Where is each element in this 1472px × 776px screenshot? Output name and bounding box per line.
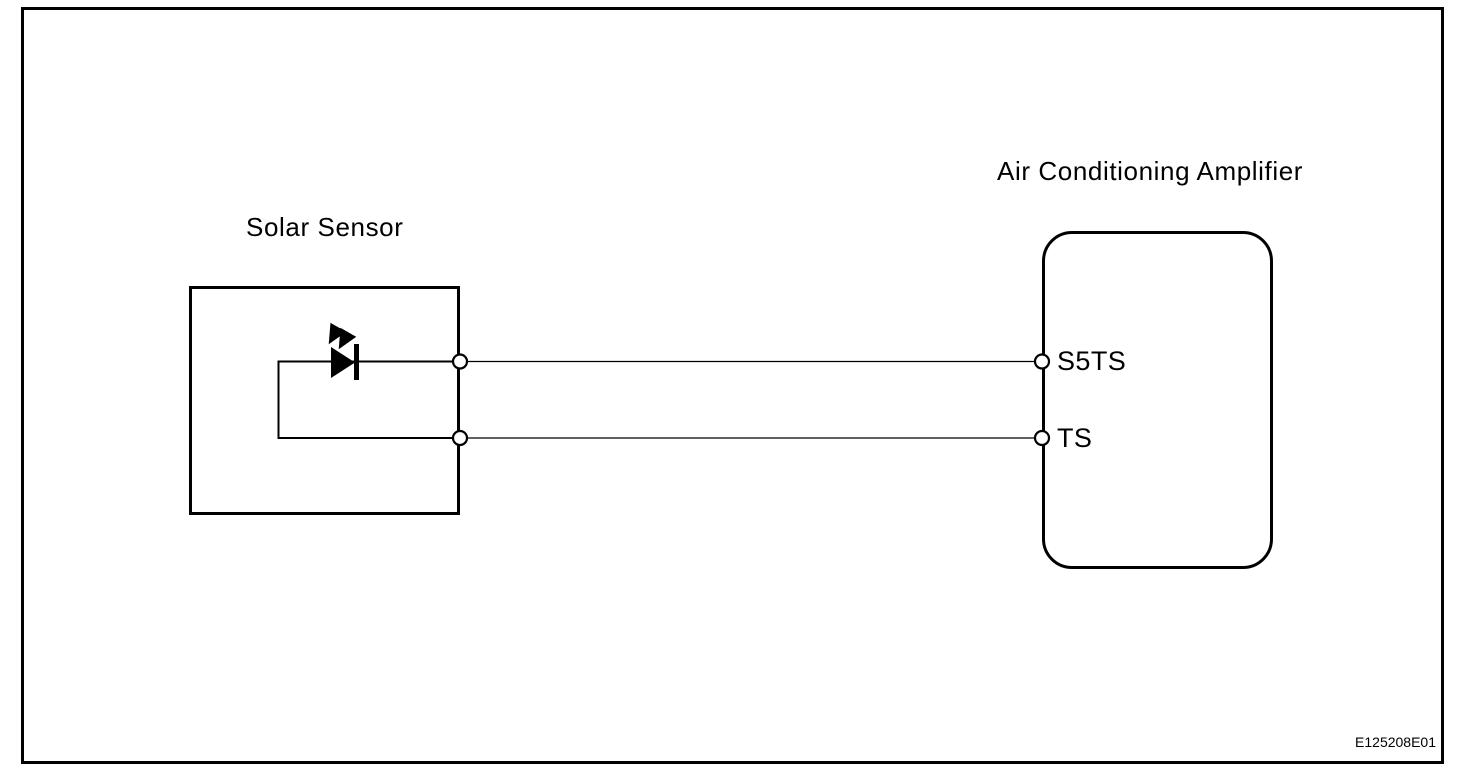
diagram-border: [21, 7, 1444, 764]
terminal-label-s5ts: S5TS: [1057, 346, 1127, 376]
solar-sensor-box: [189, 286, 460, 515]
terminal-label-ts: TS: [1057, 423, 1093, 453]
figure-code: E125208E01: [1355, 734, 1436, 750]
solar-sensor-label: Solar Sensor: [246, 212, 404, 242]
ac-amplifier-box: [1042, 231, 1273, 569]
ac-amplifier-label: Air Conditioning Amplifier: [997, 156, 1304, 186]
